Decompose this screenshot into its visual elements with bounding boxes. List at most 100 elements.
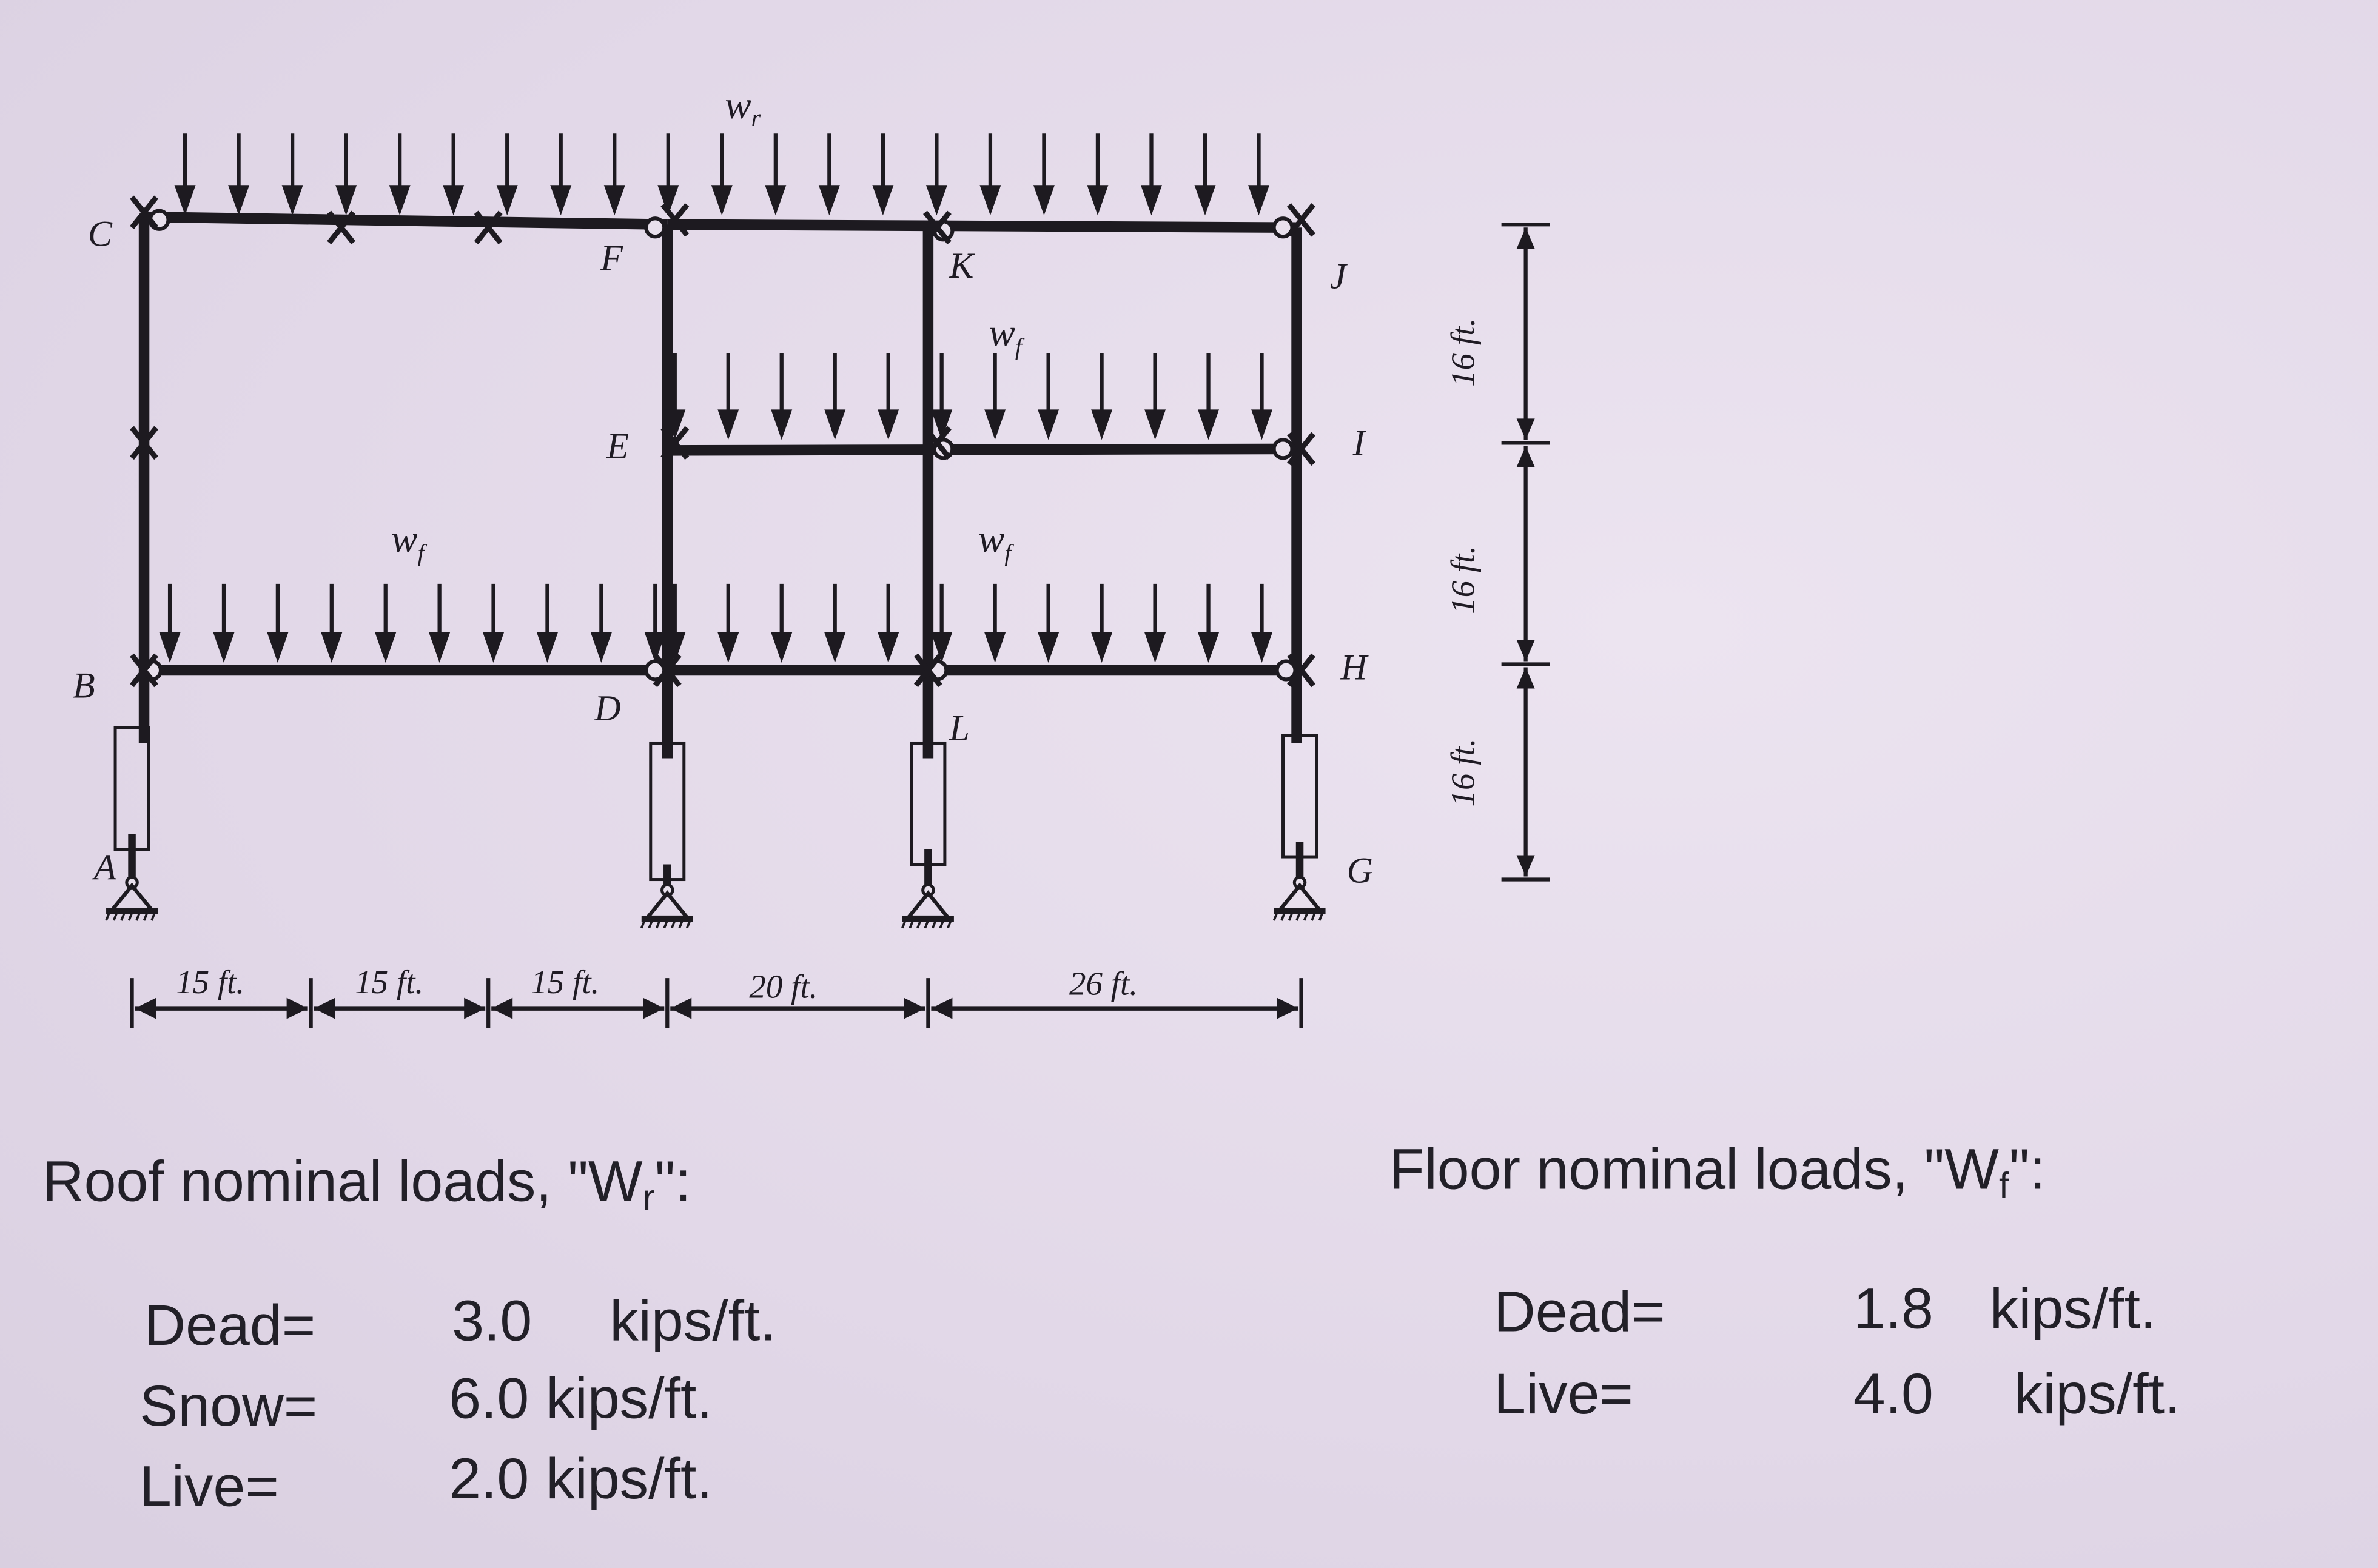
load-arrow-head — [984, 409, 1006, 440]
ground-hatch — [120, 912, 126, 921]
ground-hatch — [150, 912, 156, 921]
load-arrow-head — [389, 185, 411, 216]
ground-hatch — [924, 920, 930, 929]
dim-arrow — [464, 997, 486, 1019]
column-base-plate — [113, 726, 150, 851]
load-arrow-head — [984, 632, 1006, 663]
load-arrow-head — [1144, 409, 1166, 440]
floor-live-value: 4.0 — [1853, 1362, 1933, 1426]
load-arrow-head — [281, 185, 303, 216]
ground-hatch — [939, 920, 945, 929]
splice-x-icon — [922, 426, 952, 460]
roof-load-label: wr — [725, 84, 761, 132]
splice-x-icon — [922, 210, 952, 245]
roof-live-label: Live= — [139, 1454, 279, 1518]
roof-beam-cf — [144, 212, 668, 230]
right-floor-load-label: wf — [978, 517, 1014, 566]
vdim-label-1: 16 ft. — [1445, 318, 1482, 387]
ground-hatch — [1272, 912, 1278, 921]
vdim-label-3: 16 ft. — [1445, 738, 1482, 806]
load-arrow-head — [536, 632, 558, 663]
ground-hatch — [1280, 912, 1286, 921]
node-label-f: F — [600, 238, 623, 278]
splice-x-icon — [130, 195, 158, 229]
hinge-icon — [644, 216, 667, 239]
load-arrow-head — [878, 409, 899, 440]
load-arrow-head — [1091, 632, 1113, 663]
ground-hatch — [135, 912, 141, 921]
load-arrow-head — [335, 185, 357, 216]
roof-snow-label: Snow= — [139, 1374, 317, 1438]
column-base-plate — [1281, 734, 1318, 859]
column-base-plate — [649, 741, 686, 882]
node-label-g: G — [1347, 851, 1373, 891]
load-arrow-head — [1087, 185, 1109, 216]
vdim-label-2: 16 ft. — [1445, 546, 1482, 614]
load-arrow-head — [925, 185, 947, 216]
dim-arrow — [135, 997, 156, 1019]
node-label-l: L — [949, 708, 969, 748]
vdim-arrow — [1516, 855, 1535, 877]
load-arrow-head — [1194, 185, 1216, 216]
ground-hatch — [127, 912, 133, 921]
ground-hatch — [1288, 912, 1294, 921]
load-arrow-head — [664, 409, 686, 440]
dimension-lines — [130, 223, 1550, 1028]
roof-dead-label: Dead= — [144, 1293, 316, 1358]
vdim-arrow — [1516, 667, 1535, 689]
splice-x-icon — [474, 210, 503, 245]
vdim-arrow — [1516, 418, 1535, 440]
load-arrow-head — [213, 632, 235, 663]
ground-hatch — [947, 920, 952, 929]
dim-arrow — [643, 997, 665, 1019]
splice-x-icon — [1287, 653, 1315, 688]
load-arrow-head — [872, 185, 894, 216]
left-floor-load-label: wf — [391, 517, 427, 566]
load-arrow-head — [657, 185, 679, 216]
load-arrow-head — [771, 409, 793, 440]
upper-floor-load-label: wf — [989, 311, 1024, 360]
hinge-icon — [1275, 659, 1297, 682]
load-arrow-head — [1198, 632, 1220, 663]
load-arrow-head — [878, 632, 899, 663]
load-arrow-head — [931, 632, 953, 663]
floor-dead-unit: kips/ft. — [1990, 1277, 2157, 1341]
supports — [105, 726, 1326, 929]
load-arrow-head — [1198, 409, 1220, 440]
load-arrow-head — [429, 632, 451, 663]
load-arrow-head — [1091, 409, 1113, 440]
roof-live-value: 2.0 — [449, 1447, 529, 1511]
ground-hatch — [678, 920, 684, 929]
floor-loads-title: Floor nominal loads, "Wf": — [1389, 1137, 2046, 1206]
node-label-b: B — [73, 665, 95, 705]
node-label-j: J — [1330, 256, 1348, 296]
node-label-e: E — [606, 426, 629, 466]
column-base-plate — [910, 741, 947, 866]
node-label-i: I — [1352, 423, 1367, 463]
dim-arrow — [931, 997, 953, 1019]
load-arrow-head — [375, 632, 397, 663]
dim-label-1: 15 ft. — [176, 963, 244, 1000]
load-arrow-head — [664, 632, 686, 663]
splice-x-icon — [913, 653, 942, 688]
vdim-arrow — [1516, 640, 1535, 662]
load-arrow-head — [1251, 632, 1273, 663]
dim-arrow — [1277, 997, 1298, 1019]
ground-hatch — [901, 920, 907, 929]
load-arrow-head — [1251, 409, 1273, 440]
floor-dead-label: Dead= — [1494, 1280, 1665, 1344]
vdim-arrow — [1516, 446, 1535, 467]
splice-x-icon — [1287, 203, 1315, 237]
roof-beam-fj — [667, 219, 1297, 233]
frame-members — [138, 212, 1302, 759]
dim-arrow — [491, 997, 513, 1019]
load-arrow-head — [483, 632, 505, 663]
ground-hatch — [1295, 912, 1301, 921]
ground-hatch — [663, 920, 669, 929]
ground-hatch — [1318, 912, 1324, 921]
load-arrow-head — [1144, 632, 1166, 663]
ground-hatch — [105, 912, 110, 921]
load-arrow-head — [590, 632, 612, 663]
roof-live-unit: kips/ft. — [546, 1447, 713, 1511]
